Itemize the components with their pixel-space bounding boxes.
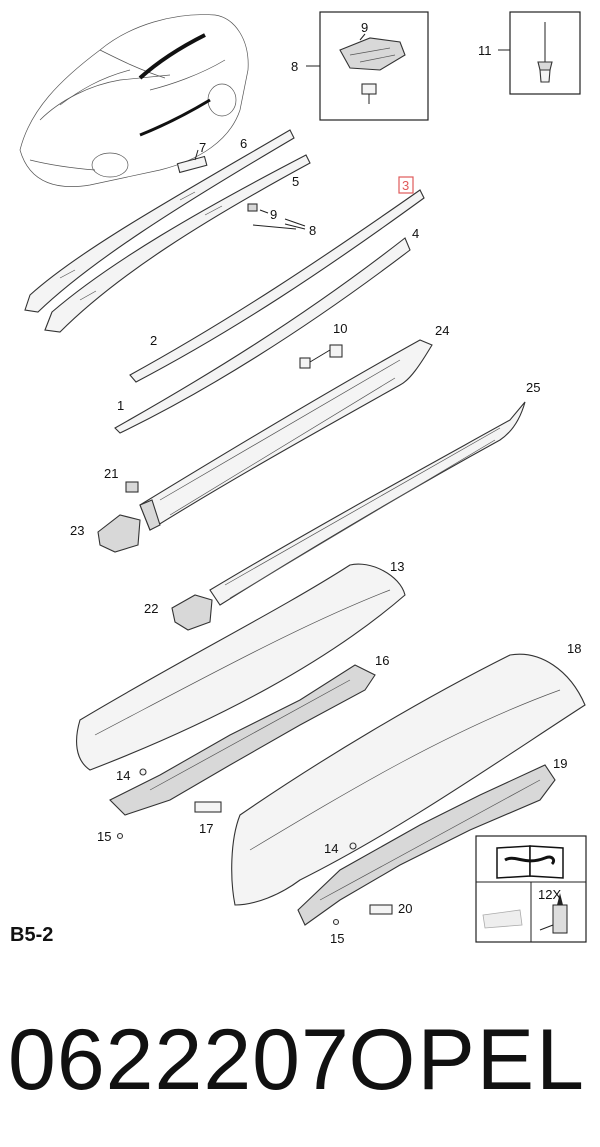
callout-15-right: 15	[330, 931, 344, 946]
callout-4: 4	[412, 226, 419, 241]
part-9-clip	[247, 203, 258, 212]
callout-22: 22	[144, 601, 158, 616]
callout-11: 11	[478, 43, 492, 58]
legend-quantity: 12X	[538, 887, 561, 902]
callout-8-box: 8	[291, 59, 298, 74]
callout-10: 10	[333, 321, 347, 336]
highlight-box-3	[398, 176, 414, 194]
roof-rail-6	[24, 129, 295, 313]
callout-7: 7	[199, 140, 206, 155]
callout-20: 20	[398, 901, 412, 916]
manual-book-icon	[496, 845, 564, 879]
rocker-panel-24	[139, 339, 433, 531]
instruction-legend-box	[475, 835, 587, 943]
rocker-panel-25	[209, 401, 526, 606]
callout-1: 1	[117, 398, 124, 413]
part-14-screw-left	[139, 768, 147, 776]
footer-banner: 0622207 OPEL	[0, 1005, 600, 1115]
part-7	[176, 155, 208, 174]
callout-25: 25	[526, 380, 540, 395]
callout-8-small: 8	[309, 223, 316, 238]
bracket-19	[297, 764, 556, 926]
part-15-nut-left	[116, 832, 124, 840]
callout-21: 21	[104, 466, 118, 481]
part-23-end-cap	[97, 514, 141, 553]
callout-19: 19	[553, 756, 567, 771]
part-14-screw-right	[349, 842, 357, 850]
callout-18: 18	[567, 641, 581, 656]
callout-23: 23	[70, 523, 84, 538]
callout-17: 17	[199, 821, 213, 836]
spoiler-13	[76, 563, 406, 771]
rivet-detail-box	[498, 11, 581, 95]
callout-15-left: 15	[97, 829, 111, 844]
clip-detail-box	[306, 11, 429, 121]
parts-diagram: 9 8 11 6 5 7 9 8 3 2 4 1	[19, 11, 587, 946]
roof-rail-5	[44, 154, 311, 333]
car-overview-illustration	[19, 14, 249, 187]
molding-4	[114, 237, 411, 434]
callout-2: 2	[150, 333, 157, 348]
brand-name: OPEL	[348, 1012, 586, 1108]
part-10-bracket	[299, 344, 343, 369]
part-22-end-cap	[171, 594, 213, 631]
molding-3	[129, 189, 425, 383]
callout-16: 16	[375, 653, 389, 668]
part-17	[194, 801, 222, 813]
part-15-nut-right	[332, 918, 340, 926]
section-label: B5-2	[10, 924, 54, 946]
callout-3: 3	[402, 178, 409, 193]
callout-9-box: 9	[361, 20, 368, 35]
callout-14-left: 14	[116, 768, 130, 783]
adhesive-bottle-icon	[539, 893, 568, 934]
callout-5: 5	[292, 174, 299, 189]
callout-9-small: 9	[270, 207, 277, 222]
part-21	[125, 481, 139, 493]
bracket-16	[109, 664, 376, 816]
callout-6: 6	[240, 136, 247, 151]
callout-24: 24	[435, 323, 449, 338]
callout-13: 13	[390, 559, 404, 574]
part-number: 0622207	[8, 1012, 350, 1108]
callout-14-right: 14	[324, 841, 338, 856]
part-20	[369, 904, 393, 915]
part-sketch-icon	[482, 909, 523, 929]
spoiler-18	[231, 653, 586, 906]
